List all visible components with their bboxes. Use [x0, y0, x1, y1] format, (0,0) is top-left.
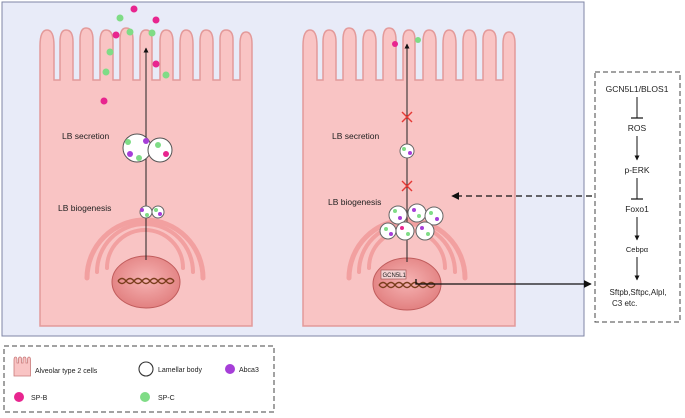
right-nucleus-tag: GCN5L1 — [383, 273, 407, 279]
pathway-box: GCN5L1/BLOS1 ROS p-ERK Foxo1 Cebpα Sftpb… — [594, 71, 681, 323]
right-nucleus-tag-box — [380, 269, 407, 280]
legend-abca3-label: Abca3 — [239, 367, 259, 374]
legend-spc-icon — [140, 392, 150, 402]
pathway-step-foxo1: Foxo1 — [625, 204, 649, 214]
left-biogenesis-label: LB biogenesis — [58, 203, 111, 213]
right-accumulated-lamellar-bodies — [379, 203, 444, 241]
left-secretion-label: LB secretion — [62, 131, 110, 141]
right-cell: GCN5L1 — [302, 27, 516, 327]
legend-lamellar-body-icon — [138, 361, 154, 377]
legend-spc-label: SP-C — [158, 395, 175, 402]
left-dna-helix — [117, 277, 175, 285]
legend-spb-label: SP-B — [31, 395, 48, 402]
left-secretion-lamellar-bodies — [122, 133, 173, 163]
left-secreted-particles — [100, 5, 170, 105]
right-secreted-particles — [392, 37, 421, 47]
right-secretion-block-x — [401, 111, 413, 123]
legend-lamellar-label: Lamellar body — [158, 367, 202, 374]
left-cell: LB secretion LB biogenesis — [39, 5, 253, 327]
pathway-step-ros: ROS — [628, 123, 647, 133]
left-endoplasmic-reticulum — [84, 217, 206, 281]
legend-at2-label: Alveolar type 2 cells — [35, 368, 98, 375]
right-biogenesis-label: LB biogenesis — [328, 197, 381, 207]
pathway-step-perk: p-ERK — [624, 165, 649, 175]
pathway-step-gcn5l1-blos1: GCN5L1/BLOS1 — [606, 84, 669, 94]
nucleus-to-pathway-arrow — [415, 279, 592, 288]
pathway-targets-line1: Sftpb,Sftpc,Alpl, — [610, 288, 667, 297]
legend-spb-icon — [14, 392, 24, 402]
left-nucleus — [111, 255, 181, 309]
legend: Alveolar type 2 cells Lamellar body Abca… — [3, 345, 275, 413]
right-biogenesis-block-x — [401, 180, 413, 192]
legend-at2-cell-icon — [13, 356, 31, 377]
right-secretion-lamellar-body — [399, 143, 415, 159]
right-secretion-label: LB secretion — [332, 131, 380, 141]
pathway-targets-line2: C3 etc. — [612, 299, 637, 308]
pathway-step-cebpa: Cebpα — [626, 245, 649, 254]
legend-abca3-icon — [225, 364, 235, 374]
left-biogenesis-lamellar-body — [139, 205, 165, 219]
